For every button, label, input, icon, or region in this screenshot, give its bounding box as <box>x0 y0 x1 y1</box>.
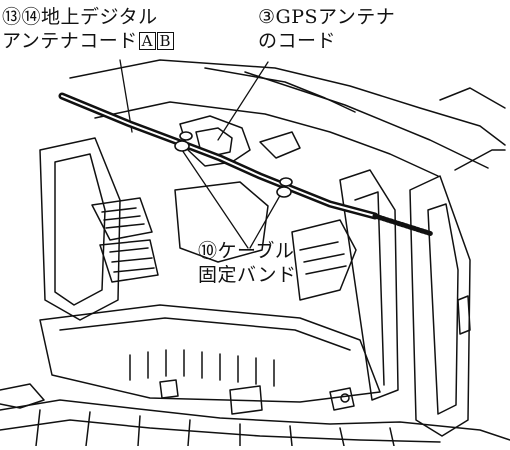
right-pillar-inner <box>427 203 459 415</box>
cable-band-label-line2: 固定バンド <box>198 263 297 286</box>
left-panel <box>39 137 121 321</box>
box-a-label: A <box>138 31 156 50</box>
tab <box>259 131 301 159</box>
cable-bands <box>174 131 293 198</box>
dashboard-edge <box>244 71 489 169</box>
antenna-cord-label-text: アンテナコード <box>2 29 138 52</box>
left-block-slats <box>109 247 155 273</box>
center-slats <box>299 241 347 275</box>
center-cutout-2 <box>291 219 357 301</box>
leader-antenna <box>119 59 133 133</box>
lower-console <box>39 304 381 403</box>
right-shaft <box>339 169 399 401</box>
upper-right-panel-2 <box>454 149 506 171</box>
lower-console-top <box>59 317 351 351</box>
left-vent <box>91 197 153 241</box>
leader-band-left <box>181 149 249 249</box>
antenna-cable <box>58 92 435 237</box>
windshield-line <box>204 67 356 113</box>
upper-right-panel <box>439 87 506 109</box>
bottom-panel <box>0 399 510 441</box>
box-b-label: B <box>156 31 174 50</box>
lower-console-ribs <box>129 349 275 387</box>
bottom-left-detail <box>0 383 45 409</box>
antenna-cord-label-line1: ⑬⑭地上デジタル <box>2 6 158 28</box>
bottom-ribs <box>35 409 395 447</box>
dashboard-inner <box>94 101 439 177</box>
cable-band-label: ⑩ケーブル 固定バンド <box>198 240 296 288</box>
gps-cord-label: ③GPSアンテナ のコード <box>258 6 395 54</box>
cable-band-label-line1: ⑩ケーブル <box>198 240 295 262</box>
right-pillar <box>409 175 471 437</box>
dashboard-outline <box>69 59 506 146</box>
right-shaft-edge <box>354 191 385 386</box>
center-cutout <box>174 181 269 263</box>
lower-tab <box>159 379 179 399</box>
bracket <box>179 115 251 167</box>
lower-plate <box>229 385 263 415</box>
gps-cord-label-line2: のコード <box>258 29 337 52</box>
gps-cord-label-line1: ③GPSアンテナ <box>258 6 396 28</box>
lower-right-clip <box>329 387 355 411</box>
bottom-panel-2 <box>0 419 441 443</box>
right-slot <box>457 295 471 335</box>
leader-gps <box>217 61 269 141</box>
left-vent-slats <box>101 207 145 229</box>
left-panel-inner <box>54 153 106 306</box>
left-block <box>99 239 159 283</box>
lower-right-hole <box>340 393 350 403</box>
leader-band-right <box>249 191 283 249</box>
